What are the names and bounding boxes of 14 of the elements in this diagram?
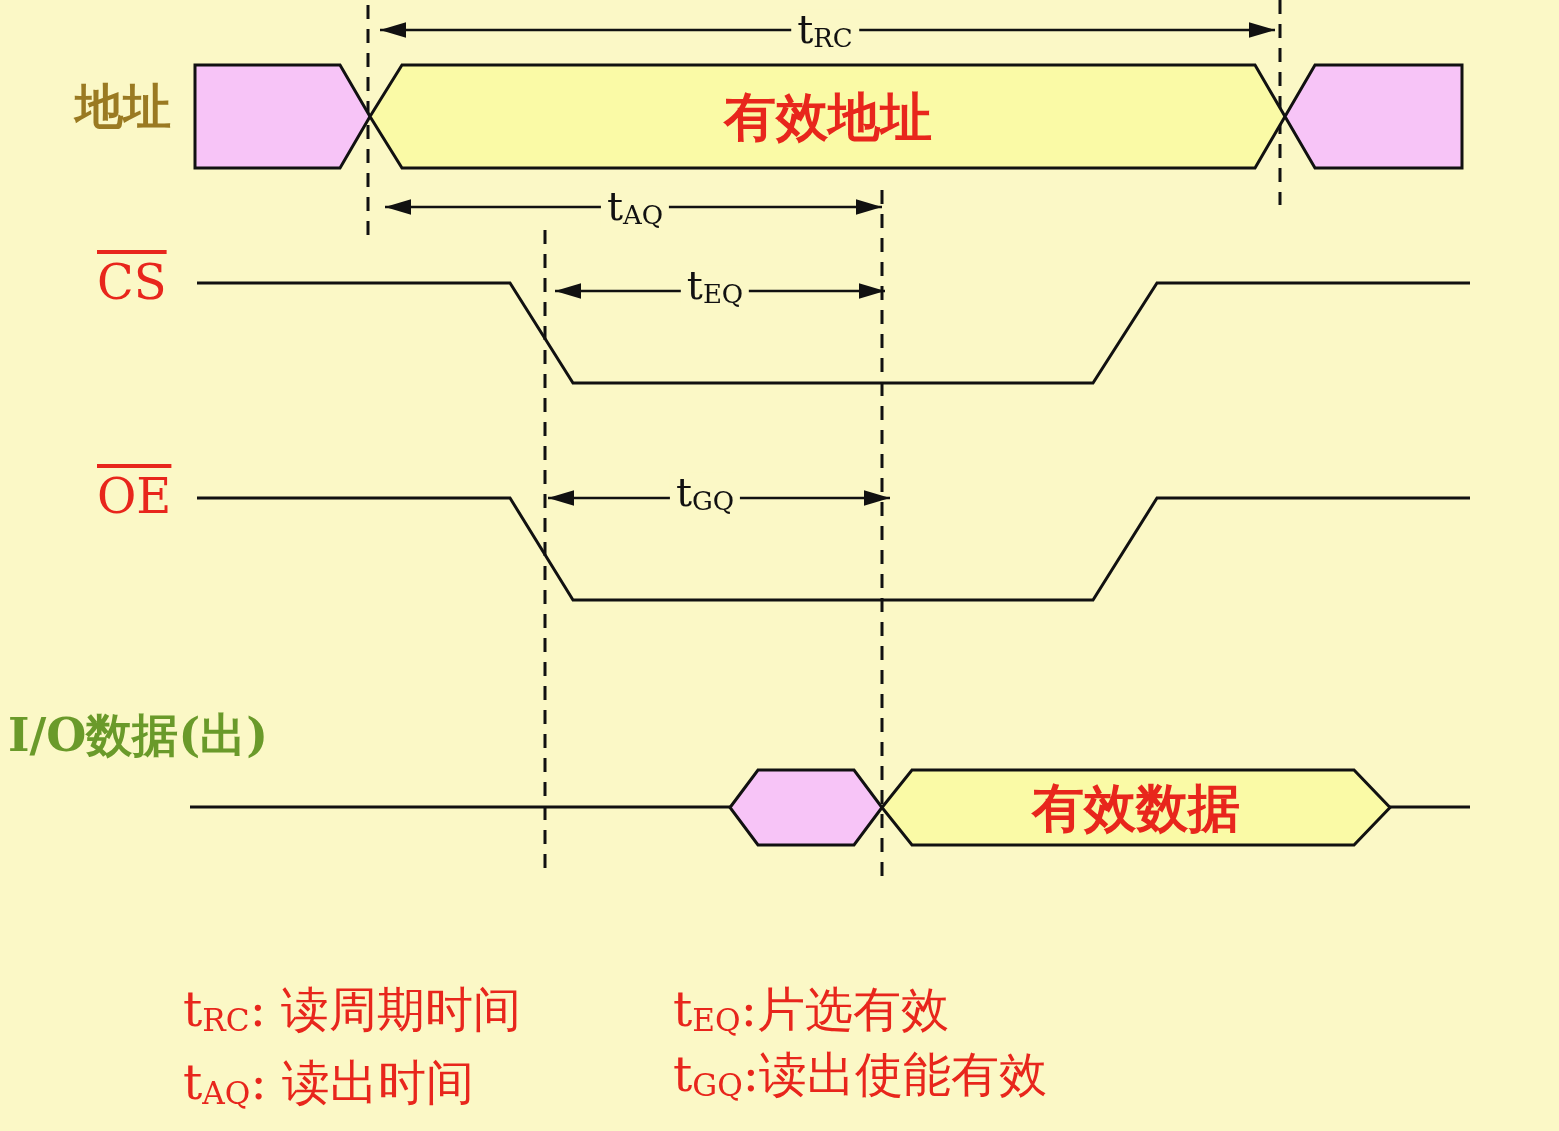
bus-state-band <box>882 770 1390 845</box>
signal-name: I/O数据(出) <box>8 712 268 758</box>
band-label: 有效数据 <box>1032 781 1240 834</box>
bus-state-band <box>730 770 882 845</box>
note-text: t$_{RC}$: 读周期时间 <box>183 985 522 1036</box>
bus-state-band <box>370 65 1285 168</box>
note-text: t$_{AQ}$: 读出时间 <box>183 1058 474 1109</box>
note-text: t$_{GQ}$:读出使能有效 <box>673 1050 1047 1101</box>
bus-state-band <box>195 65 370 168</box>
note-text: t$_{EQ}$:片选有效 <box>673 985 949 1036</box>
signal-name: OE <box>97 472 172 520</box>
bus-state-band <box>1285 65 1462 168</box>
band-label: 有效地址 <box>723 90 932 143</box>
signal-name: CS <box>97 258 167 306</box>
